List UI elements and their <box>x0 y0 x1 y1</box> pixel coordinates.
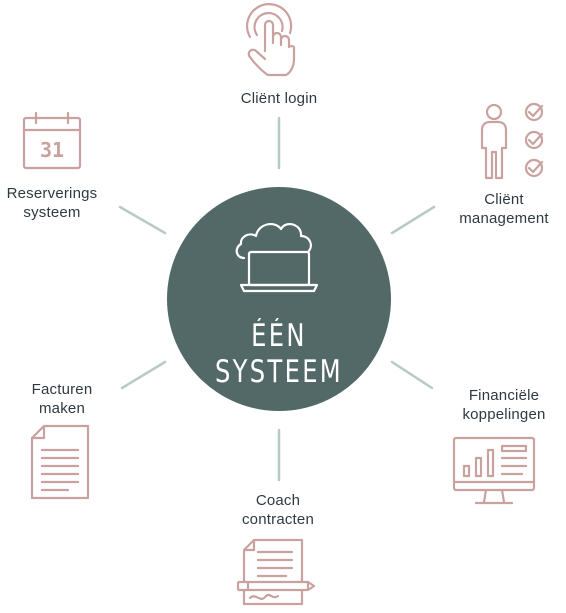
bar-chart-monitor-icon <box>452 436 538 506</box>
cloud-laptop-icon <box>235 223 319 293</box>
connector-top-right <box>390 205 436 235</box>
financiele-label: Financiële koppelingen <box>462 387 546 423</box>
connector-bottom-left <box>120 360 167 390</box>
touch-hand-icon <box>236 3 300 77</box>
reserverings-label: Reserverings systeem <box>6 185 98 221</box>
facturen-label: Facturen maken <box>31 381 93 417</box>
connector-bottom-right <box>390 360 434 390</box>
contract-pen-icon <box>236 538 316 613</box>
client-login-label: Cliënt login <box>240 90 318 107</box>
coach-label: Coach contracten <box>241 492 315 528</box>
person-checklist-icon <box>476 102 546 182</box>
document-icon <box>30 424 92 502</box>
connector-top-left <box>118 205 167 235</box>
calendar-icon: 31 <box>22 111 84 172</box>
calendar-day: 31 <box>40 138 64 162</box>
center-title: ÉÉN SYSTEEM <box>214 318 344 390</box>
client-management-label: Cliënt management <box>459 191 549 227</box>
